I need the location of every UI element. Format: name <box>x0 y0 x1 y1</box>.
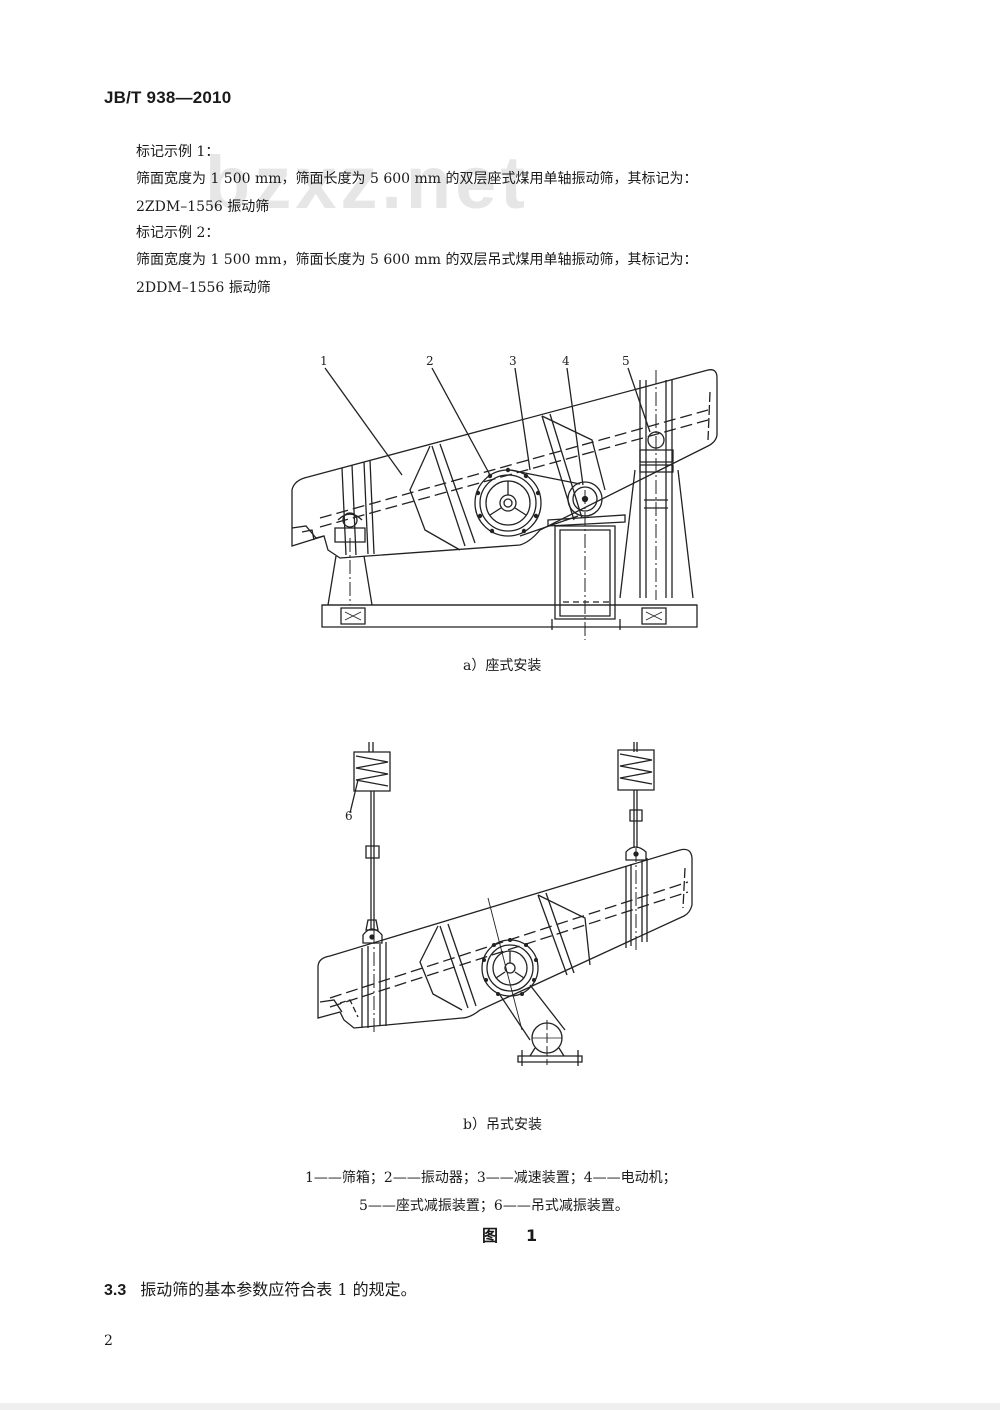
example-1-title: 标记示例 1： <box>136 144 220 160</box>
example-2-description: 筛面宽度为 1 500 mm，筛面长度为 5 600 mm 的双层吊式煤用单轴振… <box>136 252 698 268</box>
figure-legend-line-1: 1——筛箱；2——振动器；3——减速装置；4——电动机； <box>305 1170 677 1186</box>
watermark: bzxz.net <box>205 141 529 224</box>
figure-legend-line-2: 5——座式减振装置；6——吊式减振装置。 <box>359 1198 629 1214</box>
callout-3: 3 <box>509 354 517 368</box>
figure-a-seated-installation-drawing: 1 2 3 4 5 <box>280 354 740 640</box>
example-2-marking: 2DDM–1556 振动筛 <box>136 280 271 296</box>
callout-5: 5 <box>622 354 630 368</box>
example-1-description: 筛面宽度为 1 500 mm，筛面长度为 5 600 mm 的双层座式煤用单轴振… <box>136 171 698 187</box>
figure-title-number: 1 <box>526 1226 538 1245</box>
standard-code-header: JB/T 938—2010 <box>104 88 232 107</box>
figure-b-suspended-installation-drawing: 6 <box>290 730 710 1080</box>
section-number: 3.3 <box>104 1282 127 1299</box>
callout-4: 4 <box>562 354 570 368</box>
page-number: 2 <box>104 1333 113 1349</box>
example-2-title: 标记示例 2： <box>136 225 220 241</box>
callout-1: 1 <box>320 354 328 368</box>
figure-title-word: 图 <box>482 1226 499 1245</box>
callout-6: 6 <box>345 809 353 823</box>
callout-2: 2 <box>426 354 434 368</box>
page-bottom-edge <box>0 1403 1000 1410</box>
section-3-3: 3.3 振动筛的基本参数应符合表 1 的规定。 <box>104 1276 417 1300</box>
figure-a-caption: a）座式安装 <box>463 658 542 674</box>
section-text: 振动筛的基本参数应符合表 1 的规定。 <box>140 1280 417 1299</box>
figure-b-caption: b）吊式安装 <box>463 1117 542 1133</box>
example-1-marking: 2ZDM–1556 振动筛 <box>136 199 270 215</box>
